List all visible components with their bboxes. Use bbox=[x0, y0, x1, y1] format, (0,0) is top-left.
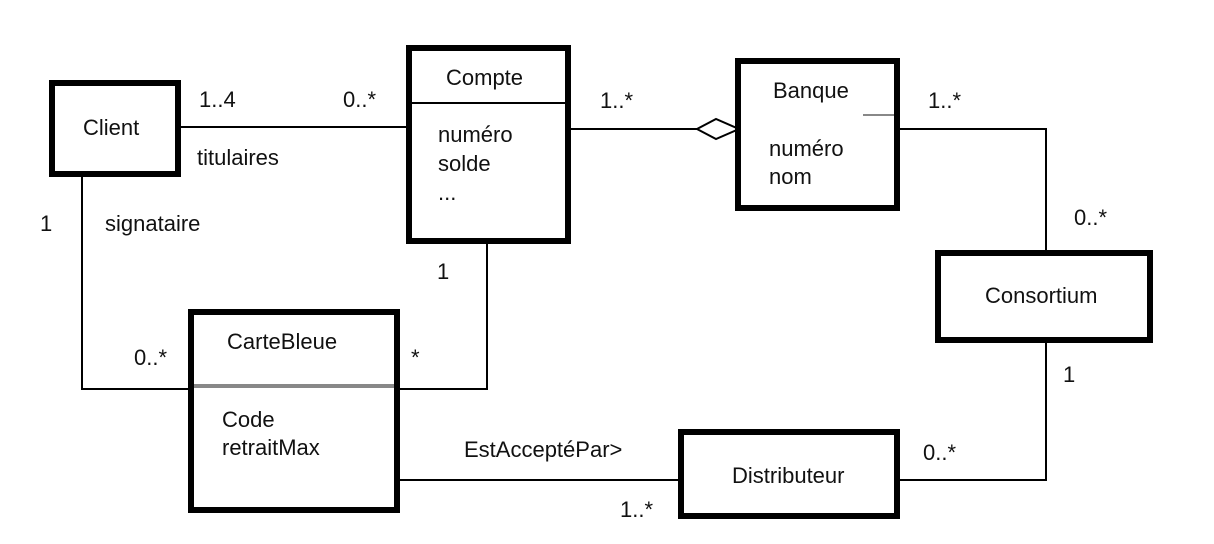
class-client[interactable]: Client bbox=[49, 80, 181, 177]
class-cartebleue-separator bbox=[194, 384, 394, 388]
assoc-client-cartebleue[interactable] bbox=[81, 177, 190, 390]
class-banque[interactable]: Banque numéro nom bbox=[735, 58, 900, 211]
mult-client-compte-client: 1..4 bbox=[199, 87, 236, 112]
mult-carte-distributeur-distributeur: 1..* bbox=[620, 497, 654, 522]
class-distributeur[interactable]: Distributeur bbox=[678, 429, 900, 519]
role-signataire: signataire bbox=[105, 211, 201, 236]
mult-consortium-distributeur-distributeur: 0..* bbox=[923, 440, 957, 465]
class-compte[interactable]: Compte numéro solde ... bbox=[406, 45, 571, 244]
mult-compte-carte-carte: * bbox=[411, 345, 420, 370]
class-cartebleue-name: CarteBleue bbox=[227, 329, 338, 354]
mult-client-compte-compte: 0..* bbox=[343, 87, 377, 112]
class-client-name: Client bbox=[83, 115, 140, 140]
mult-banque-consortium-consortium: 0..* bbox=[1074, 205, 1108, 230]
assoc-compte-cartebleue[interactable] bbox=[398, 243, 488, 390]
class-compte-attr-1: numéro bbox=[438, 122, 513, 147]
class-compte-separator bbox=[412, 102, 565, 104]
mult-client-carte-carte: 0..* bbox=[134, 345, 168, 370]
mult-compte-carte-compte: 1 bbox=[437, 259, 450, 284]
class-banque-name: Banque bbox=[773, 78, 849, 103]
class-cartebleue-attr-1: Code bbox=[222, 407, 275, 432]
class-compte-attr-3: ... bbox=[438, 180, 457, 205]
class-banque-separator bbox=[863, 114, 894, 116]
class-distributeur-name: Distributeur bbox=[732, 463, 845, 488]
class-cartebleue[interactable]: CarteBleue Code retraitMax bbox=[188, 309, 400, 513]
class-cartebleue-attr-2: retraitMax bbox=[222, 435, 320, 460]
assoc-banque-consortium[interactable] bbox=[898, 128, 1047, 253]
class-consortium[interactable]: Consortium bbox=[935, 250, 1153, 343]
class-consortium-name: Consortium bbox=[985, 283, 1098, 308]
mult-consortium-distributeur-consortium: 1 bbox=[1063, 362, 1076, 387]
assoc-consortium-distributeur[interactable] bbox=[897, 341, 1047, 481]
aggregation-diamond-icon bbox=[694, 117, 742, 141]
mult-banque-consortium-banque: 1..* bbox=[928, 88, 962, 113]
class-compte-name: Compte bbox=[446, 65, 524, 90]
class-banque-attr-1: numéro bbox=[769, 136, 844, 161]
class-compte-attr-2: solde bbox=[438, 151, 491, 176]
class-banque-attr-2: nom bbox=[769, 164, 812, 189]
assoc-name-estacceptepar: EstAcceptéPar> bbox=[464, 437, 623, 462]
role-titulaires: titulaires bbox=[197, 145, 279, 170]
mult-compte-banque-compte: 1..* bbox=[600, 88, 634, 113]
mult-client-carte-client: 1 bbox=[40, 211, 53, 236]
